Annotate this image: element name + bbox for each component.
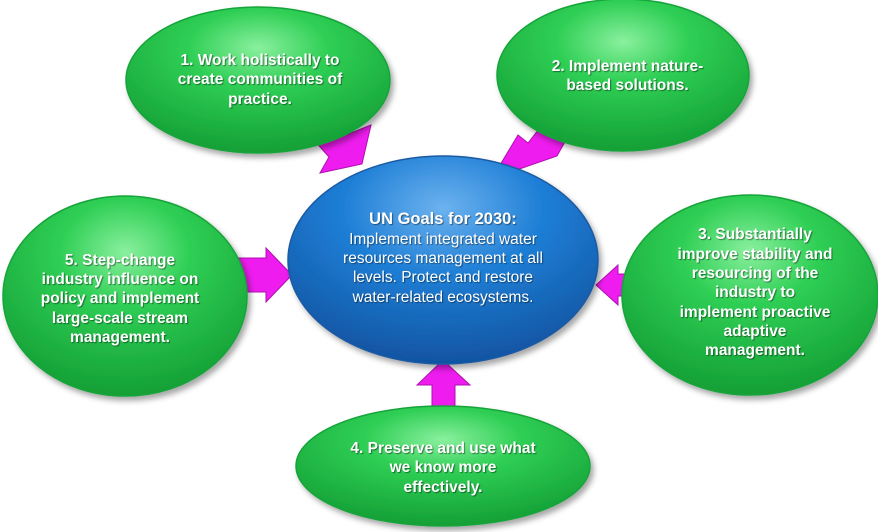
goal-1-label: 1. Work holistically to create communiti… [177,51,343,108]
goal-3-label: 3. Substantially improve stability and r… [677,226,833,360]
goal-5-ellipse [2,195,248,397]
goal-4-label: 4. Preserve and use what we know more ef… [350,439,536,496]
goal-2-ellipse [496,0,750,152]
center-ellipse [287,155,599,365]
center-label: UN Goals for 2030: Implement integrated … [338,188,548,328]
arrow-4-to-center [415,359,472,411]
center-body: Implement integrated water resources man… [343,230,543,306]
goal-5-label: 5. Step-change industry influence on pol… [40,251,200,347]
center-title: UN Goals for 2030: [369,209,517,228]
goal-3-ellipse [621,194,878,396]
goal-4-ellipse [295,405,591,527]
goal-1-ellipse [125,6,391,154]
goal-2-label: 2. Implement nature-based solutions. [551,57,704,94]
